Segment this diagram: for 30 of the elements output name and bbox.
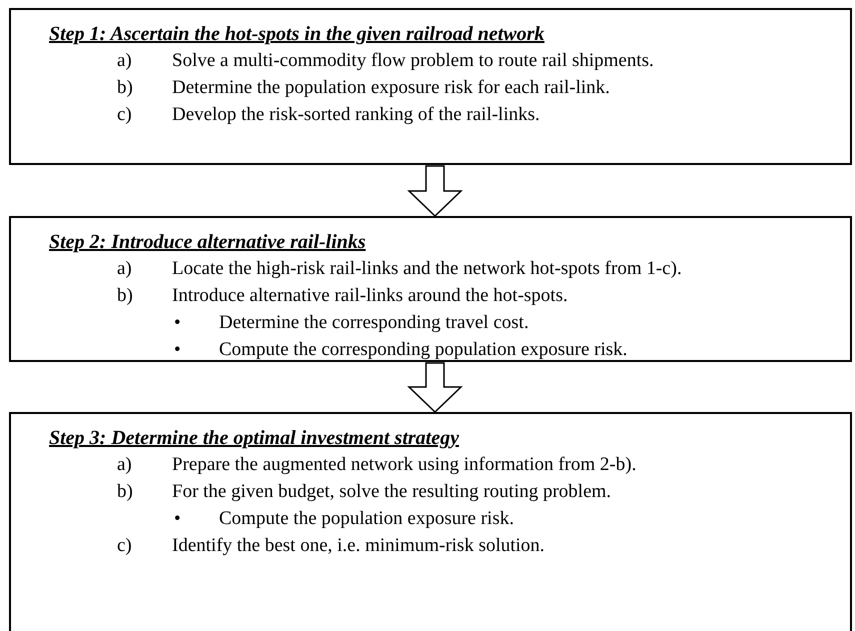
step-heading: Step 3: Determine the optimal investment strategy [49,426,459,451]
step-heading: Step 1: Ascertain the hot-spots in the given railroad network [49,22,544,47]
list-item-text: Prepare the augmented network using information from 2-b). [172,453,636,477]
step-box [9,8,852,165]
list-item-text: Determine the corresponding travel cost. [219,311,529,335]
list-item-text: For the given budget, solve the resulting routing problem. [172,480,612,504]
hollow-arrow [407,165,463,218]
list-item-text: Compute the corresponding population exposure risk. [219,338,628,362]
list-marker: a) [117,257,133,281]
list-marker: a) [117,453,133,477]
list-item-text: Identify the best one, i.e. minimum-risk solution. [172,534,545,558]
list-marker: b) [117,480,134,504]
bullet-marker: • [174,507,182,531]
list-marker: c) [117,103,133,127]
bullet-marker: • [174,338,182,362]
step-heading: Step 2: Introduce alternative rail-links [49,230,366,255]
list-item-text: Develop the risk-sorted ranking of the rail-links. [172,103,540,127]
list-marker: b) [117,76,134,100]
list-item-text: Solve a multi-commodity flow problem to route rail shipments. [172,49,654,73]
list-item-text: Determine the population exposure risk for each rail-link. [172,76,610,100]
bullet-marker: • [174,311,182,335]
list-marker: c) [117,534,133,558]
list-item-text: Compute the population exposure risk. [219,507,514,531]
list-item-text: Locate the high-risk rail-links and the network hot-spots from 1-c). [172,257,682,281]
list-marker: b) [117,284,134,308]
step-box [9,216,852,362]
hollow-arrow [407,362,463,414]
step-box [9,412,852,631]
list-marker: a) [117,49,133,73]
list-item-text: Introduce alternative rail-links around the hot-spots. [172,284,568,308]
